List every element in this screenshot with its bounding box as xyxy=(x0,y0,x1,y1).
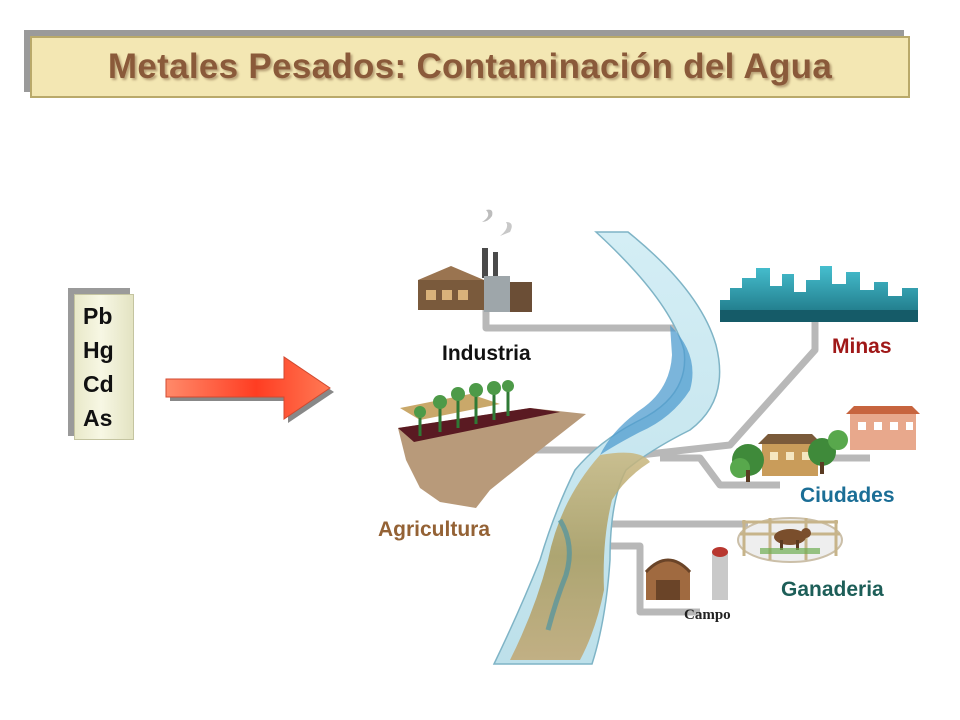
houses-icon xyxy=(730,406,920,482)
metal-pb: Pb xyxy=(83,303,113,329)
metal-hg: Hg xyxy=(83,337,114,363)
label-campo: Campo xyxy=(684,607,731,623)
pipe-ciudades xyxy=(660,454,780,489)
title-banner: Metales Pesados: Contaminación del Agua xyxy=(30,36,910,98)
label-industria: Industria xyxy=(442,342,531,365)
page-title: Metales Pesados: Contaminación del Agua xyxy=(107,47,833,86)
barn-icon xyxy=(644,547,728,600)
label-ciudades: Ciudades xyxy=(800,484,895,507)
label-minas: Minas xyxy=(832,335,892,358)
right-arrow-icon xyxy=(165,356,334,423)
factory-icon xyxy=(418,209,532,312)
farm-field-icon xyxy=(398,380,586,508)
metal-as: As xyxy=(83,405,113,431)
metal-cd: Cd xyxy=(83,371,114,397)
label-agricultura: Agricultura xyxy=(378,518,491,541)
pipe-campo xyxy=(600,542,700,616)
pipes xyxy=(482,310,870,616)
heavy-metals-box: Pb Hg Cd As xyxy=(74,294,134,440)
pipe-minas xyxy=(639,320,819,459)
river-icon xyxy=(492,231,721,665)
cattle-icon xyxy=(737,517,843,563)
skyline-icon xyxy=(720,266,918,322)
label-ganaderia: Ganaderia xyxy=(781,578,884,601)
pipe-industria xyxy=(482,310,680,332)
